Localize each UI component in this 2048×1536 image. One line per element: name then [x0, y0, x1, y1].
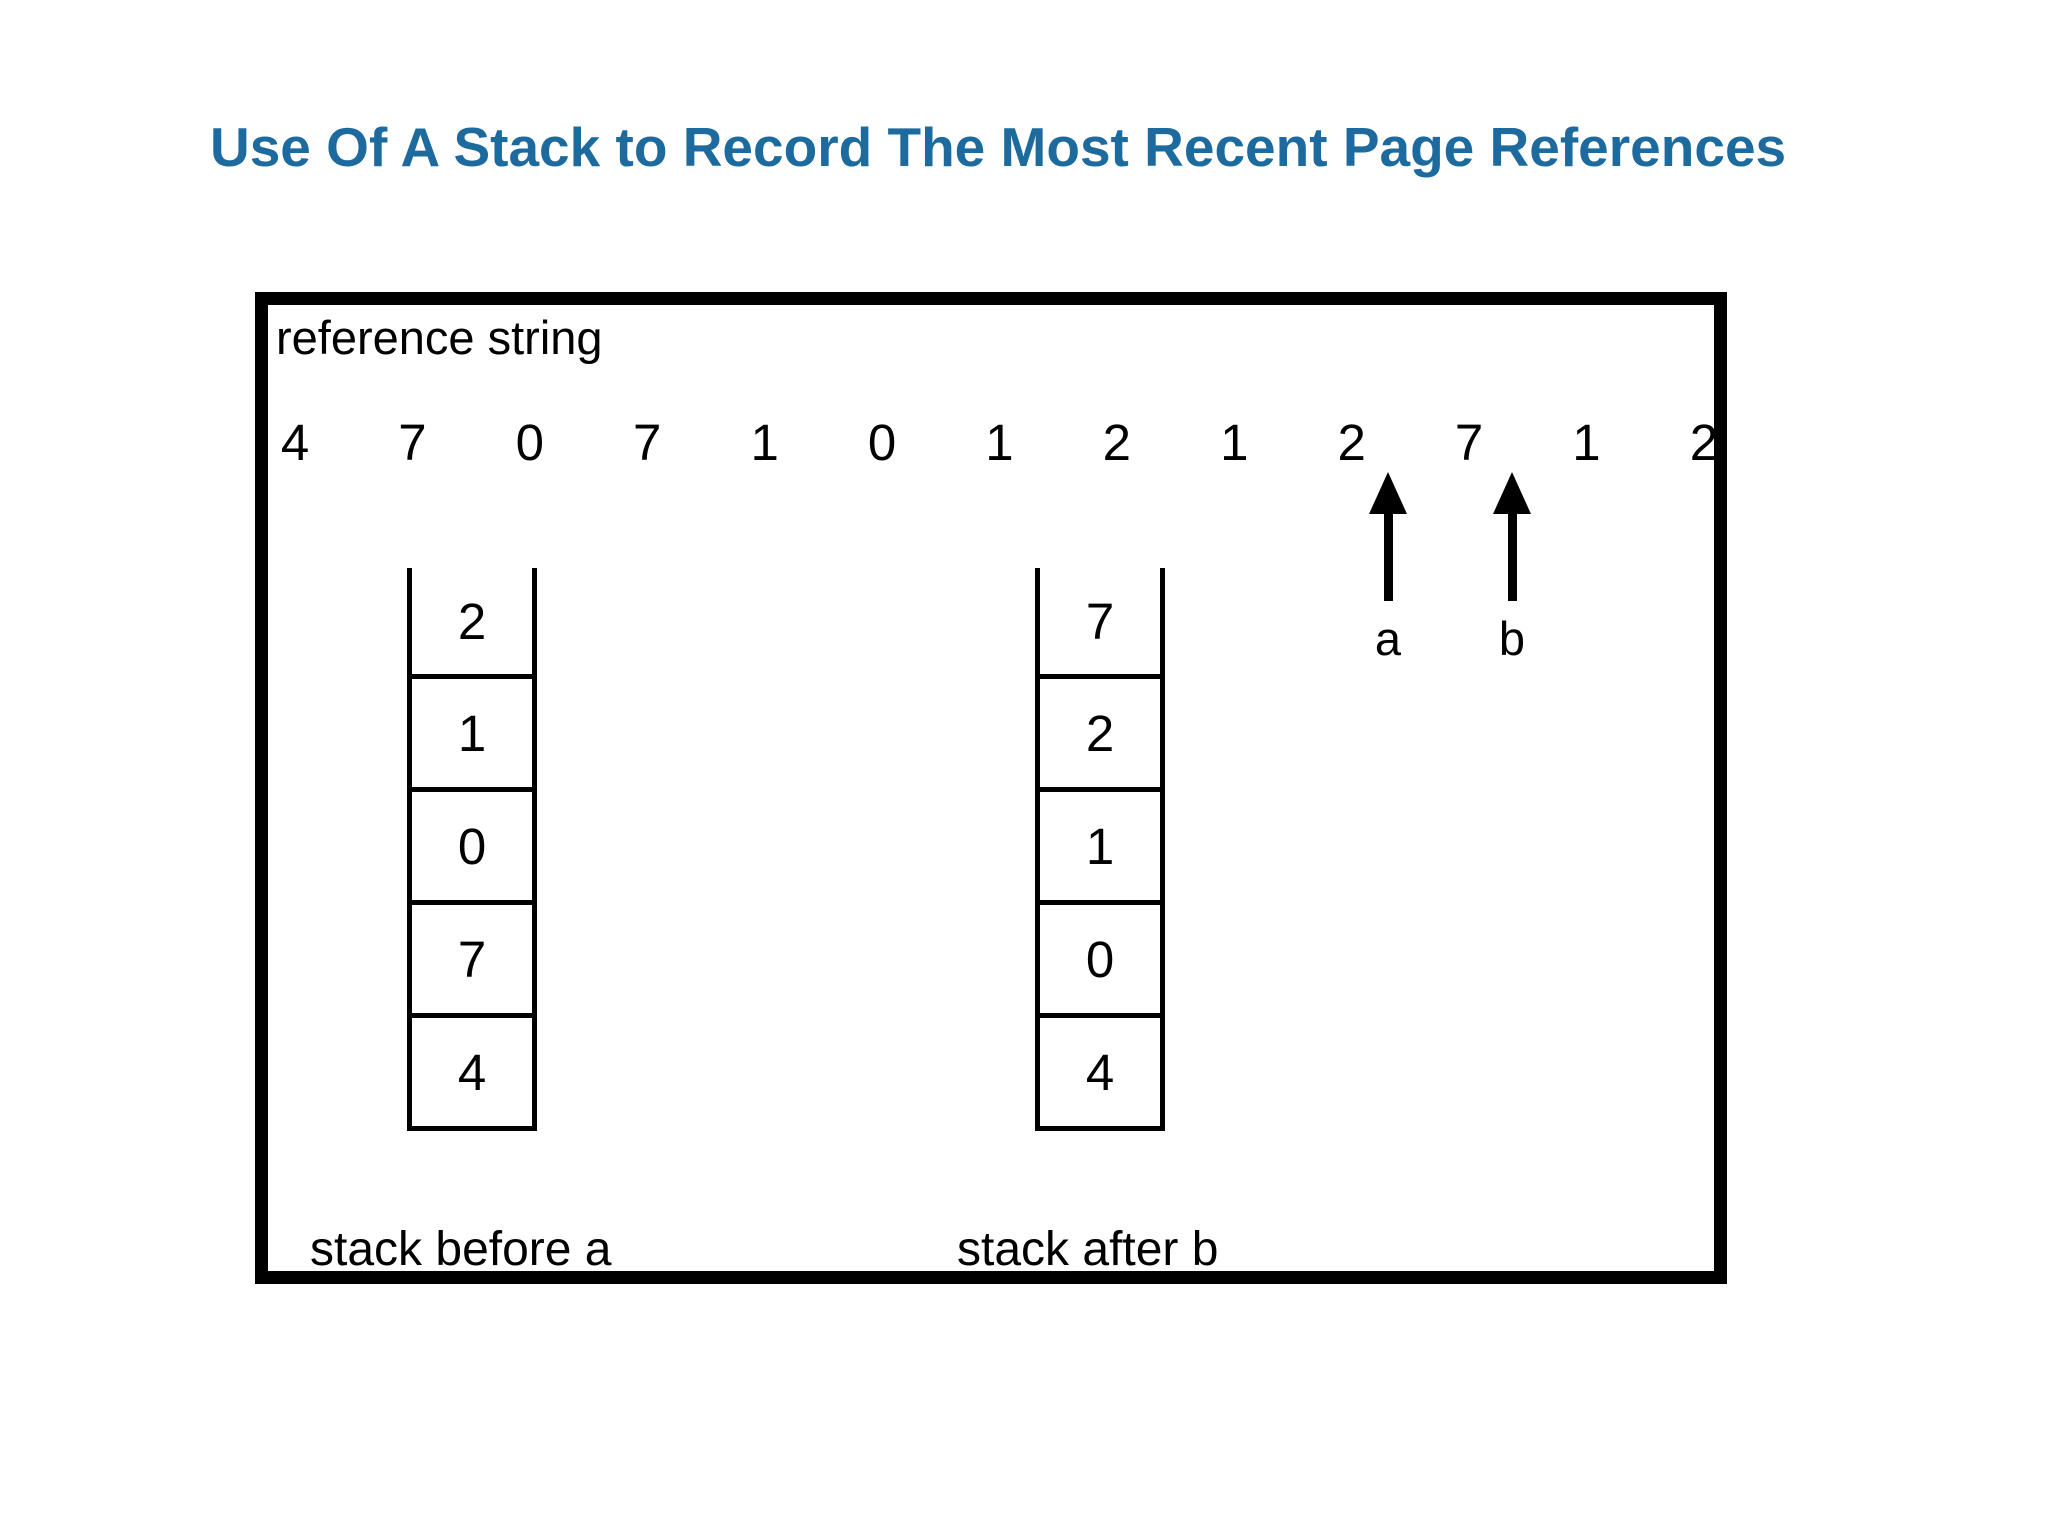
reference-number: 1: [750, 414, 779, 471]
stack-cell: 2: [457, 592, 487, 650]
reference-number: 2: [1337, 414, 1366, 471]
stack-after-b: 7 2 1 0 4: [1035, 568, 1165, 1131]
reference-number: 1: [985, 414, 1014, 471]
arrow-a-shaft: [1383, 513, 1393, 601]
arrow-b-head: [1493, 472, 1531, 514]
arrow-a-head: [1369, 472, 1407, 514]
reference-number: 4: [280, 414, 310, 471]
reference-string-label: reference string: [276, 311, 603, 364]
reference-number: 1: [1220, 414, 1249, 471]
stack-cell: 1: [1040, 787, 1160, 900]
reference-number: 7: [633, 414, 662, 471]
arrow-a-label: a: [1374, 612, 1402, 665]
diagram-frame: reference string 4 7 0 7 1 0 1 2 1 2 7 1…: [255, 292, 1727, 1284]
arrow-b-up-icon: [1492, 472, 1532, 601]
stack-cell: 7: [412, 900, 532, 1013]
reference-number: 0: [867, 414, 897, 471]
arrow-a-up-icon: [1368, 472, 1408, 601]
stack-cell: 0: [1040, 900, 1160, 1013]
stack-cell: 1: [412, 674, 532, 787]
stack-cell: 4: [412, 1013, 532, 1126]
reference-string-row: 4 7 0 7 1 0 1 2 1 2 7 1 2: [278, 417, 1721, 468]
reference-number: 2: [1689, 414, 1719, 471]
stack-cell: 4: [1040, 1013, 1160, 1126]
reference-number: 7: [398, 414, 427, 471]
reference-number: 1: [1572, 414, 1601, 471]
page-title: Use Of A Stack to Record The Most Recent…: [210, 116, 1787, 178]
arrow-b-shaft: [1507, 513, 1517, 601]
reference-number: 7: [1454, 414, 1484, 471]
stack-before-a: 2 1 0 7 4: [407, 568, 537, 1131]
arrow-b-label: b: [1498, 612, 1526, 665]
reference-number: 0: [515, 414, 544, 471]
stack-cell: 2: [1040, 674, 1160, 787]
stack-cell: 0: [412, 787, 532, 900]
stack-cell: 7: [1085, 592, 1115, 650]
stack-after-b-label: stack after b: [957, 1223, 1219, 1276]
stack-before-a-label: stack before a: [310, 1223, 612, 1276]
reference-number: 2: [1102, 414, 1132, 471]
